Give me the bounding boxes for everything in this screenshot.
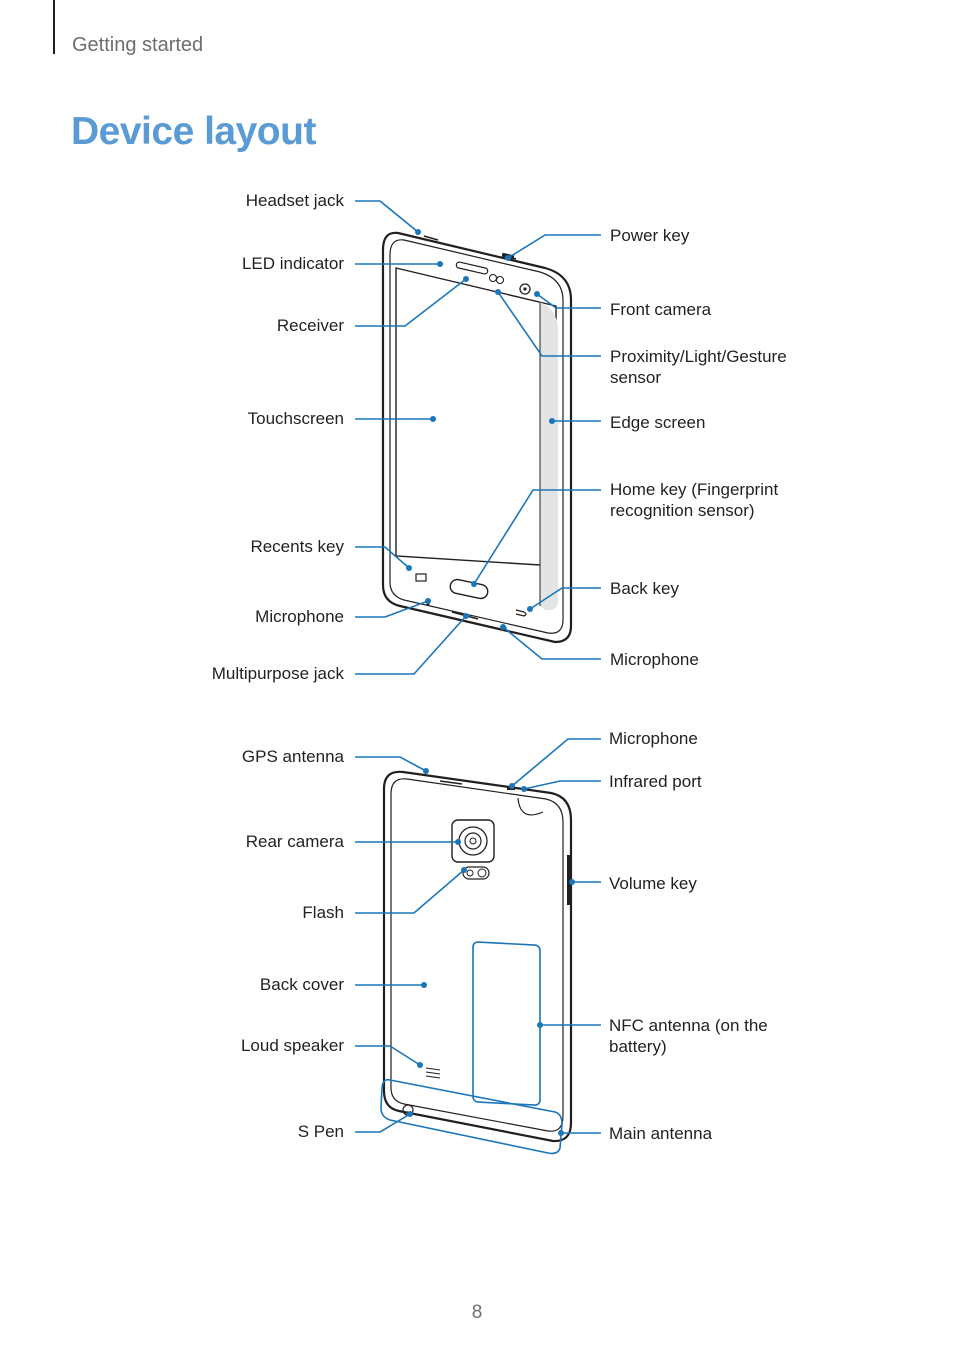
- label-volume-key: Volume key: [609, 874, 697, 893]
- label-proximity-sensor-line2: sensor: [610, 368, 662, 387]
- page-number: 8: [471, 1302, 483, 1323]
- label-nfc-antenna-line1: NFC antenna (on the: [609, 1016, 768, 1035]
- label-home-key-line2: recognition sensor): [610, 501, 755, 520]
- label-proximity-sensor-line1: Proximity/Light/Gesture: [610, 347, 787, 366]
- label-edge-screen: Edge screen: [610, 413, 706, 432]
- label-touchscreen: Touchscreen: [247, 409, 344, 428]
- label-back-key: Back key: [610, 579, 679, 598]
- section-divider: [53, 0, 55, 54]
- back-device-illustration: [380, 770, 573, 1155]
- front-device-illustration: [381, 231, 573, 644]
- label-led-indicator: LED indicator: [241, 254, 344, 273]
- label-nfc-antenna-line2: battery): [609, 1037, 667, 1056]
- label-flash: Flash: [302, 903, 344, 922]
- section-header: Getting started: [72, 34, 204, 56]
- label-rear-camera: Rear camera: [245, 832, 344, 851]
- label-receiver: Receiver: [276, 316, 344, 335]
- label-multipurpose-jack: Multipurpose jack: [211, 664, 344, 683]
- label-main-antenna: Main antenna: [609, 1124, 713, 1143]
- label-microphone-bottom-right: Microphone: [610, 650, 699, 669]
- page-title: Device layout: [71, 110, 316, 153]
- label-microphone-top: Microphone: [609, 729, 698, 748]
- label-s-pen: S Pen: [297, 1122, 344, 1141]
- label-back-cover: Back cover: [259, 975, 344, 994]
- label-gps-antenna: GPS antenna: [241, 747, 344, 766]
- label-recents-key: Recents key: [250, 537, 344, 556]
- label-loud-speaker: Loud speaker: [240, 1036, 344, 1055]
- label-microphone-bottom-left: Microphone: [255, 607, 344, 626]
- label-front-camera: Front camera: [610, 300, 712, 319]
- label-power-key: Power key: [610, 226, 690, 245]
- front-leader-lines: [355, 200, 601, 675]
- label-infrared-port: Infrared port: [609, 772, 702, 791]
- back-leader-lines: [355, 738, 601, 1136]
- label-home-key-line1: Home key (Fingerprint: [610, 480, 779, 499]
- label-headset-jack: Headset jack: [245, 191, 344, 210]
